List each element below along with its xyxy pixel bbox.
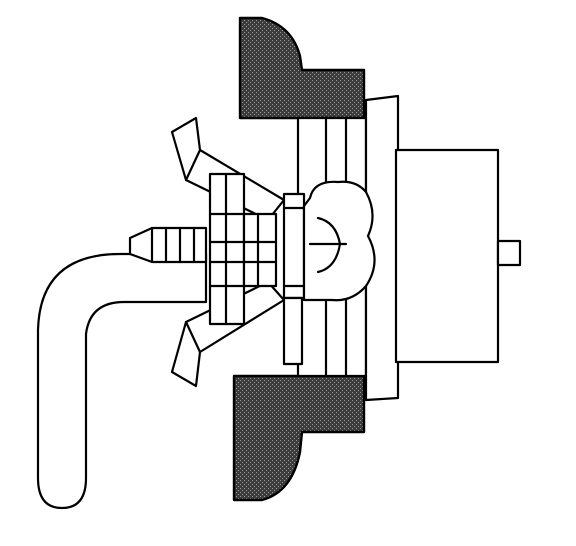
motor-body	[364, 94, 500, 402]
upper-housing-section	[238, 16, 366, 120]
shaft-stub	[496, 239, 522, 267]
lower-spacer-plate	[282, 296, 304, 366]
bent-pipe	[36, 252, 208, 510]
lower-housing-section	[232, 374, 366, 502]
center-nut-block	[208, 172, 278, 326]
rotor-profile	[302, 180, 376, 302]
flange-piece	[282, 192, 306, 300]
pipe-fitting-nut	[128, 226, 208, 264]
